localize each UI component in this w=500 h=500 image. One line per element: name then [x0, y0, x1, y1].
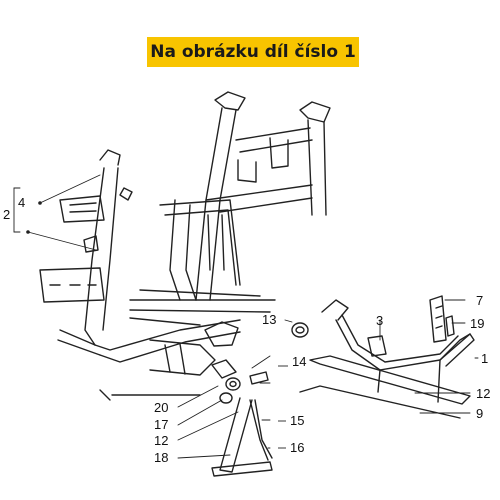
callout-14: 14 [292, 354, 306, 369]
callout-20: 20 [154, 400, 168, 415]
callout-18: 18 [154, 450, 168, 465]
callout-1: 1 [481, 351, 488, 366]
title-banner: Na obrázku díl číslo 1 [147, 37, 359, 67]
callout-12-right: 12 [476, 386, 490, 401]
center-stand-drawing [299, 295, 475, 419]
callout-3: 3 [376, 313, 383, 328]
leader-dots [26, 201, 42, 234]
nut-drawing [291, 322, 309, 338]
callout-19: 19 [470, 316, 484, 331]
frame-main-drawing [39, 91, 331, 401]
callout-16: 16 [290, 440, 304, 455]
callout-17: 17 [154, 417, 168, 432]
callout-9: 9 [476, 406, 483, 421]
leader-lines [13, 174, 479, 459]
callout-15: 15 [290, 413, 304, 428]
side-stand-drawing [211, 371, 273, 477]
callout-4: 4 [18, 195, 25, 210]
callout-13: 13 [262, 312, 276, 327]
callout-dashes [278, 365, 288, 449]
callout-2: 2 [3, 207, 10, 222]
callout-12-left: 12 [154, 433, 168, 448]
callout-7: 7 [476, 293, 483, 308]
